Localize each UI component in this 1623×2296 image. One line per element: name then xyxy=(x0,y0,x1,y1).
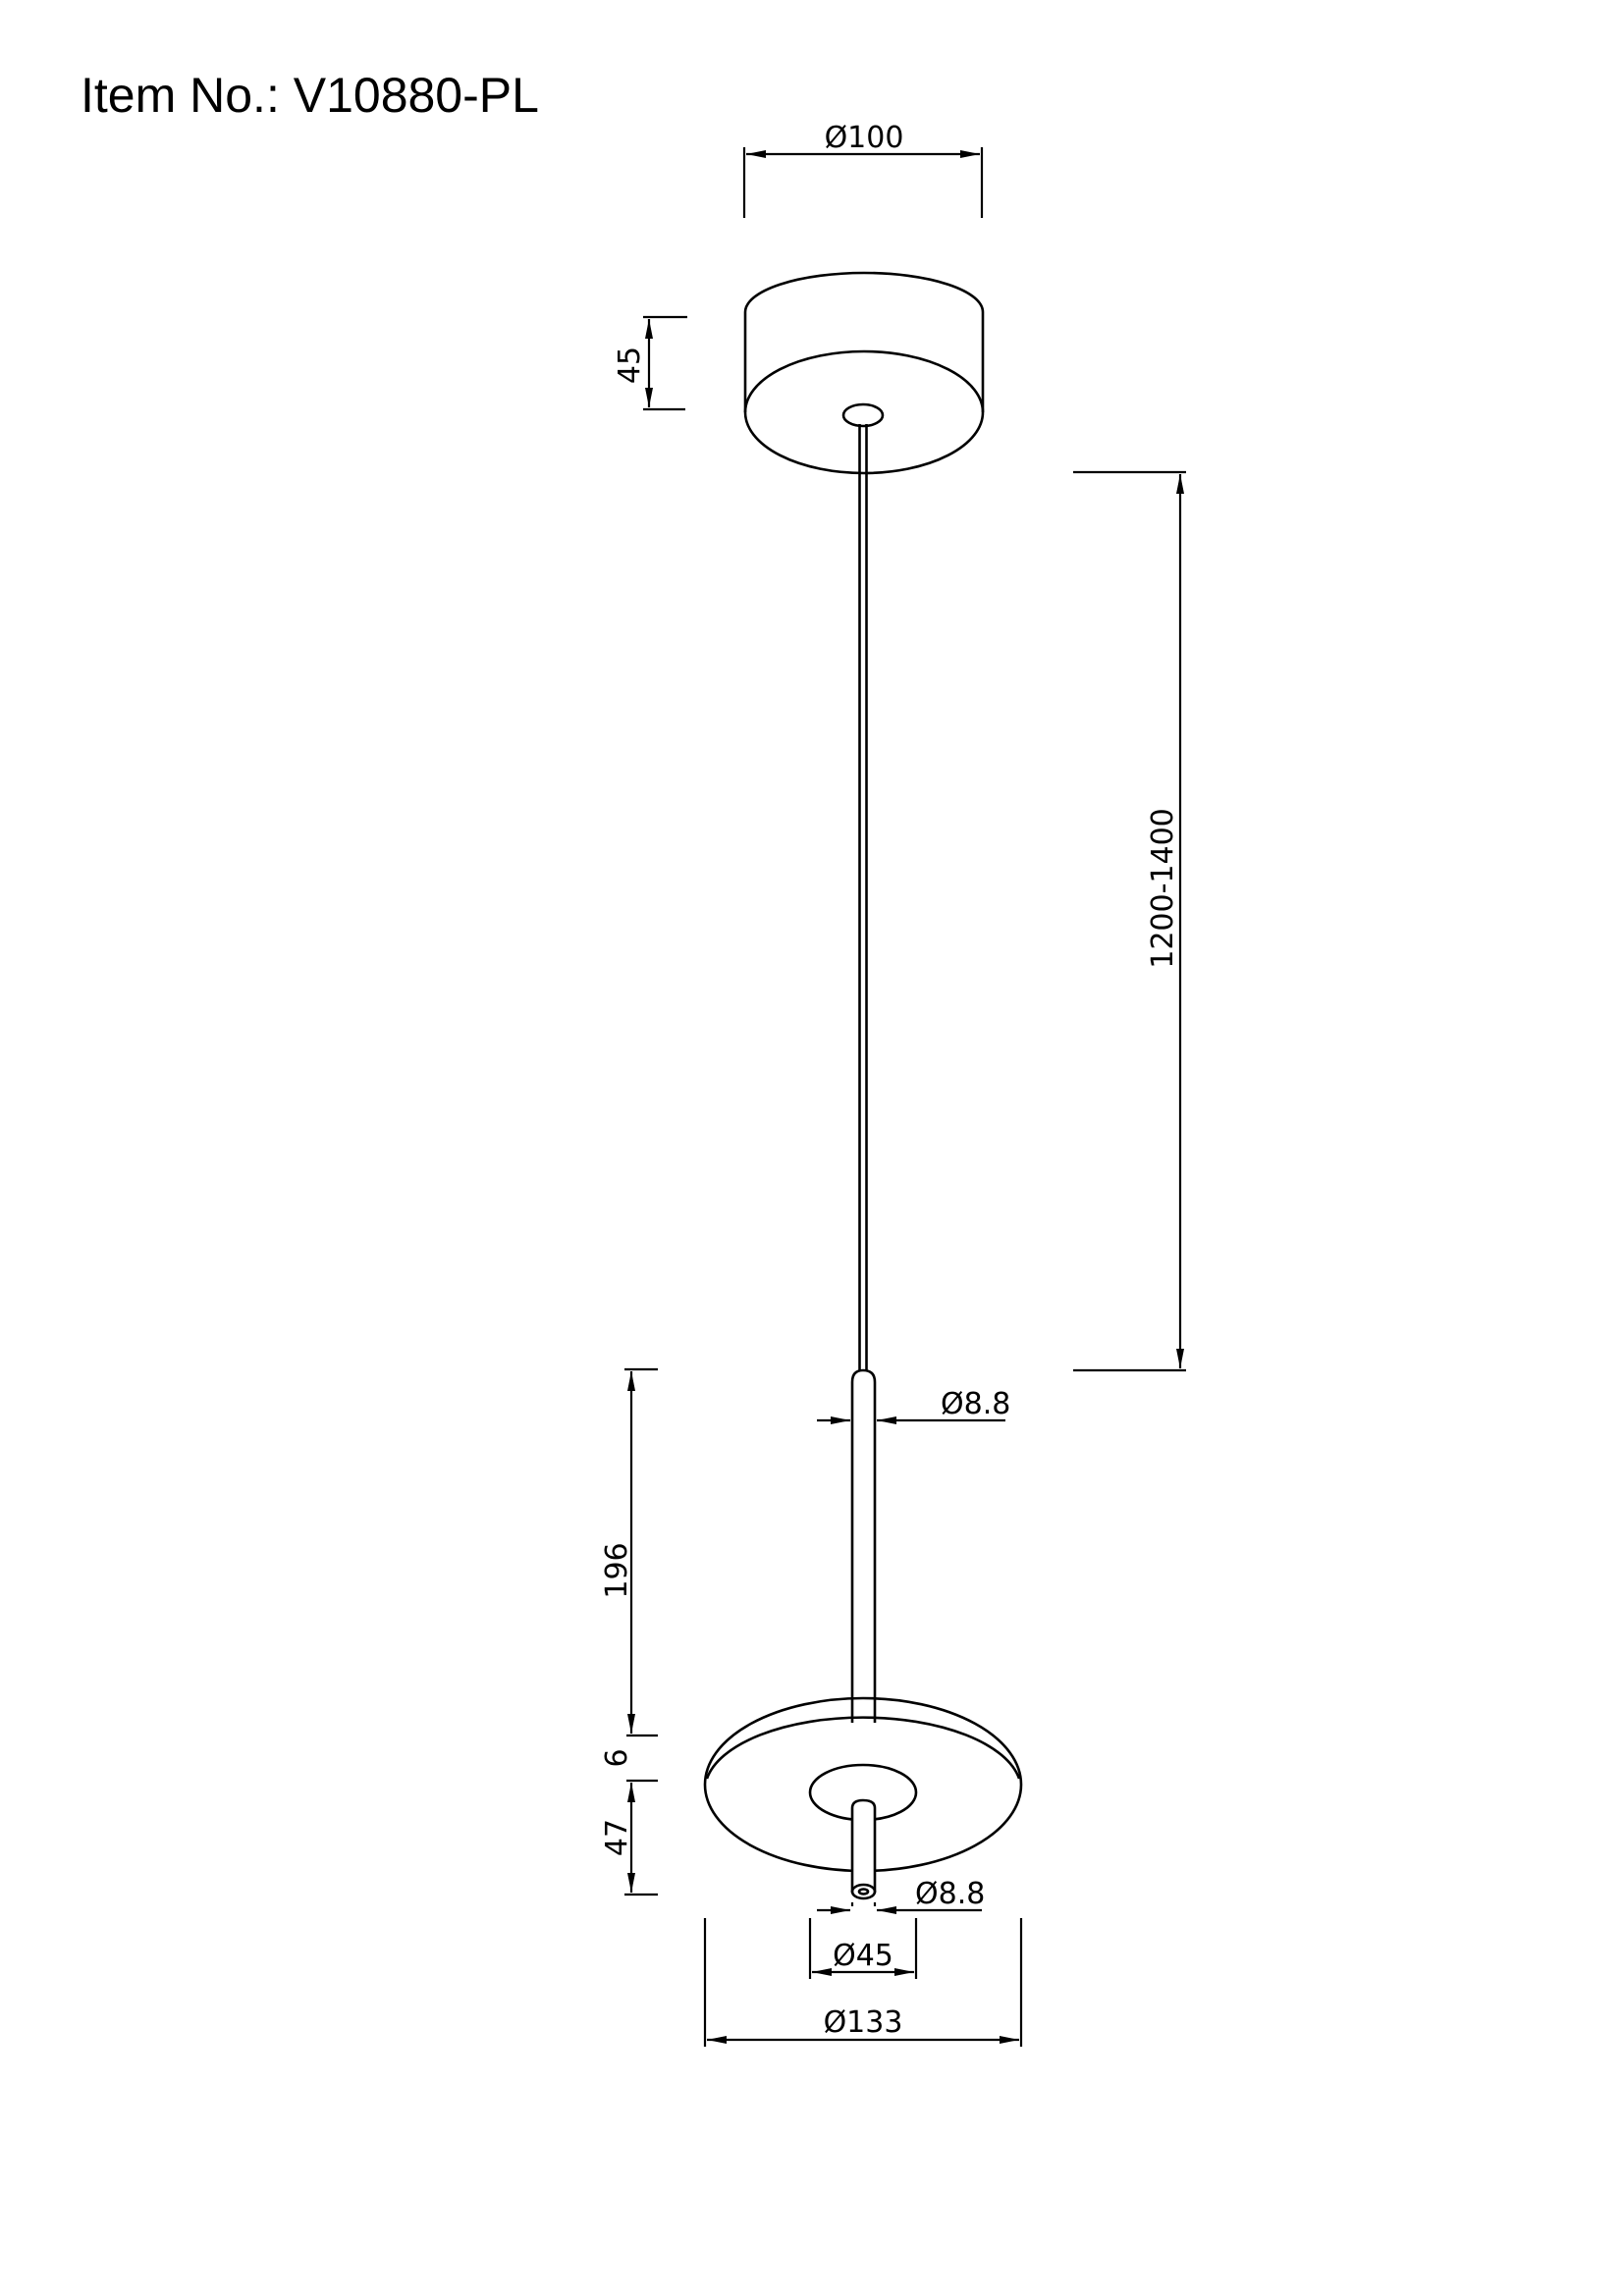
label-stem-diameter: Ø8.8 xyxy=(941,1387,1010,1421)
dimension-lower-rod-diameter: Ø8.8 xyxy=(817,1877,985,1914)
label-inner-diameter: Ø45 xyxy=(833,1939,893,1973)
dimension-canopy-height: 45 xyxy=(613,315,687,411)
label-canopy-diameter: Ø100 xyxy=(825,121,904,155)
ceiling-canopy xyxy=(743,271,985,475)
label-cable-length: 1200-1400 xyxy=(1146,808,1180,969)
label-lower-rod-length: 47 xyxy=(600,1819,634,1856)
suspension-cable xyxy=(858,424,868,1370)
item-number-title: Item No.: V10880-PL xyxy=(81,68,539,123)
dimension-inner-diameter: Ø45 xyxy=(808,1918,918,1979)
upper-stem xyxy=(850,1368,877,1723)
label-disc-thickness: 6 xyxy=(600,1748,634,1767)
dimension-cable-length: 1200-1400 xyxy=(1073,470,1186,1372)
label-canopy-height: 45 xyxy=(613,347,647,384)
lower-rod xyxy=(850,1796,877,1900)
dimension-disc-diameter: Ø133 xyxy=(703,1918,1023,2047)
label-lower-rod-diameter: Ø8.8 xyxy=(915,1877,985,1911)
label-disc-diameter: Ø133 xyxy=(824,2005,903,2040)
label-stem-length: 196 xyxy=(600,1542,634,1598)
dimension-vertical-stack: 196 6 47 xyxy=(600,1367,658,1896)
dimension-canopy-diameter: Ø100 xyxy=(742,121,984,218)
dimension-stem-diameter: Ø8.8 xyxy=(817,1387,1010,1424)
